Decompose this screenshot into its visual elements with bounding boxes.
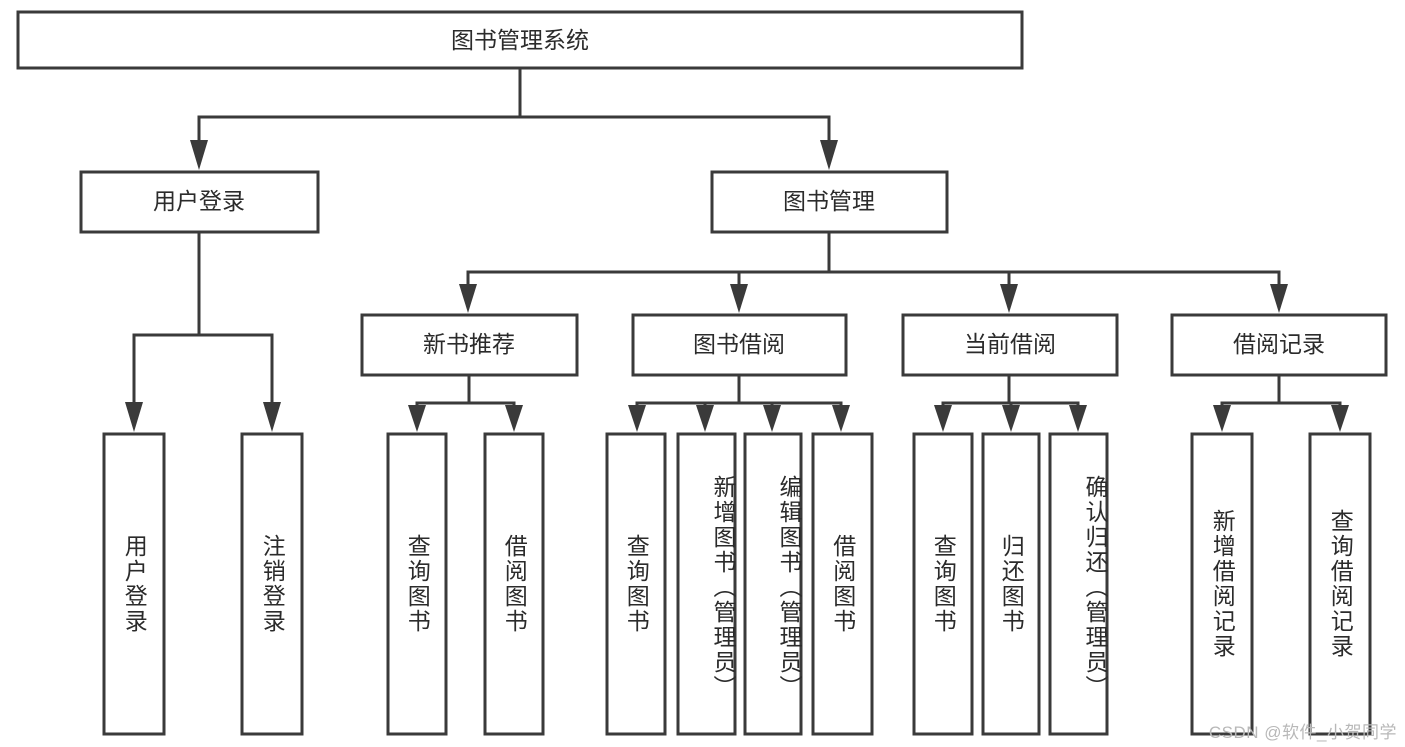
node-leaf-confirm-return-admin-rect[interactable] [1048,432,1109,736]
arrow-head-bookmgmt [820,140,838,170]
node-leaf-query-book-borrow-rect[interactable] [605,432,667,736]
node-leaf-add-borrow-record-rect[interactable] [1190,432,1254,736]
node-leaf-logout-rect[interactable] [240,432,304,736]
node-book-management[interactable]: 图书管理 [710,170,949,234]
node-root-rect[interactable] [16,10,1024,70]
node-leaf-return-book-rect[interactable] [981,432,1041,736]
connector-group-root [190,66,838,170]
node-leaf-add-book-admin-rect[interactable] [676,432,737,736]
connector-group-bookmgmt [459,230,1288,313]
arrow-head-leaf-query-book-current [934,405,952,432]
node-leaf-borrow-book-rec-rect[interactable] [483,432,545,736]
node-leaf-query-borrow-record-rect[interactable] [1308,432,1372,736]
arrow-head-book-borrow [730,284,748,313]
arrow-head-leaf-return-book [1002,405,1020,432]
node-new-book-recommend[interactable]: 新书推荐 [360,313,579,377]
node-book-management-rect[interactable] [710,170,949,234]
node-book-borrow-rect[interactable] [631,313,848,377]
arrow-head-leaf-user-login [125,402,143,432]
node-leaf-user-login-rect[interactable] [102,432,166,736]
node-user-login[interactable]: 用户登录 [79,170,320,234]
connector-group-borrowrecord [1213,373,1349,432]
node-borrow-record[interactable]: 借阅记录 [1170,313,1388,377]
node-book-borrow[interactable]: 图书借阅 [631,313,848,377]
node-current-borrow[interactable]: 当前借阅 [901,313,1119,377]
node-leaf-query-book-rec-rect[interactable] [386,432,448,736]
arrow-head-userlogin [190,140,208,170]
arrow-head-new-book-recommend [459,284,477,313]
node-book-borrow-label: 图书借阅 [693,331,785,357]
node-root[interactable]: 图书管理系统 [16,10,1024,70]
node-book-management-label: 图书管理 [783,188,875,214]
arrow-head-leaf-edit-book-admin [763,405,781,432]
node-user-login-rect[interactable] [79,170,320,234]
arrow-head-leaf-borrow-book [832,405,850,432]
arrow-head-leaf-borrow-book-rec [505,405,523,432]
node-current-borrow-label: 当前借阅 [964,331,1056,357]
arrow-head-leaf-logout [263,402,281,432]
arrow-head-leaf-add-borrow-record [1213,405,1231,432]
node-leaf-query-book-current-rect[interactable] [912,432,974,736]
node-borrow-record-rect[interactable] [1170,313,1388,377]
connector-group-userlogin [125,230,281,432]
connector-group-bookborrow [628,373,850,432]
node-user-login-label: 用户登录 [153,188,245,214]
arrow-head-borrow-record [1270,284,1288,313]
node-current-borrow-rect[interactable] [901,313,1119,377]
csdn-watermark: CSDN @软件_小贺同学 [1208,723,1397,742]
arrow-head-leaf-query-book-rec [408,405,426,432]
arrow-head-leaf-query-book-borrow [628,405,646,432]
connector-group-currentborrow [934,373,1087,432]
node-leaf-edit-book-admin-rect[interactable] [743,432,803,736]
arrow-head-leaf-query-borrow-record [1331,405,1349,432]
node-root-label: 图书管理系统 [451,27,589,53]
arrow-head-leaf-add-book-admin [696,405,714,432]
node-borrow-record-label: 借阅记录 [1233,331,1325,357]
node-leaf-borrow-book-rect[interactable] [811,432,874,736]
connector-group-newbook [408,373,523,432]
node-new-book-recommend-label: 新书推荐 [423,331,515,357]
arrow-head-leaf-confirm-return-admin [1069,405,1087,432]
arrow-head-current-borrow [1000,284,1018,313]
node-new-book-recommend-rect[interactable] [360,313,579,377]
